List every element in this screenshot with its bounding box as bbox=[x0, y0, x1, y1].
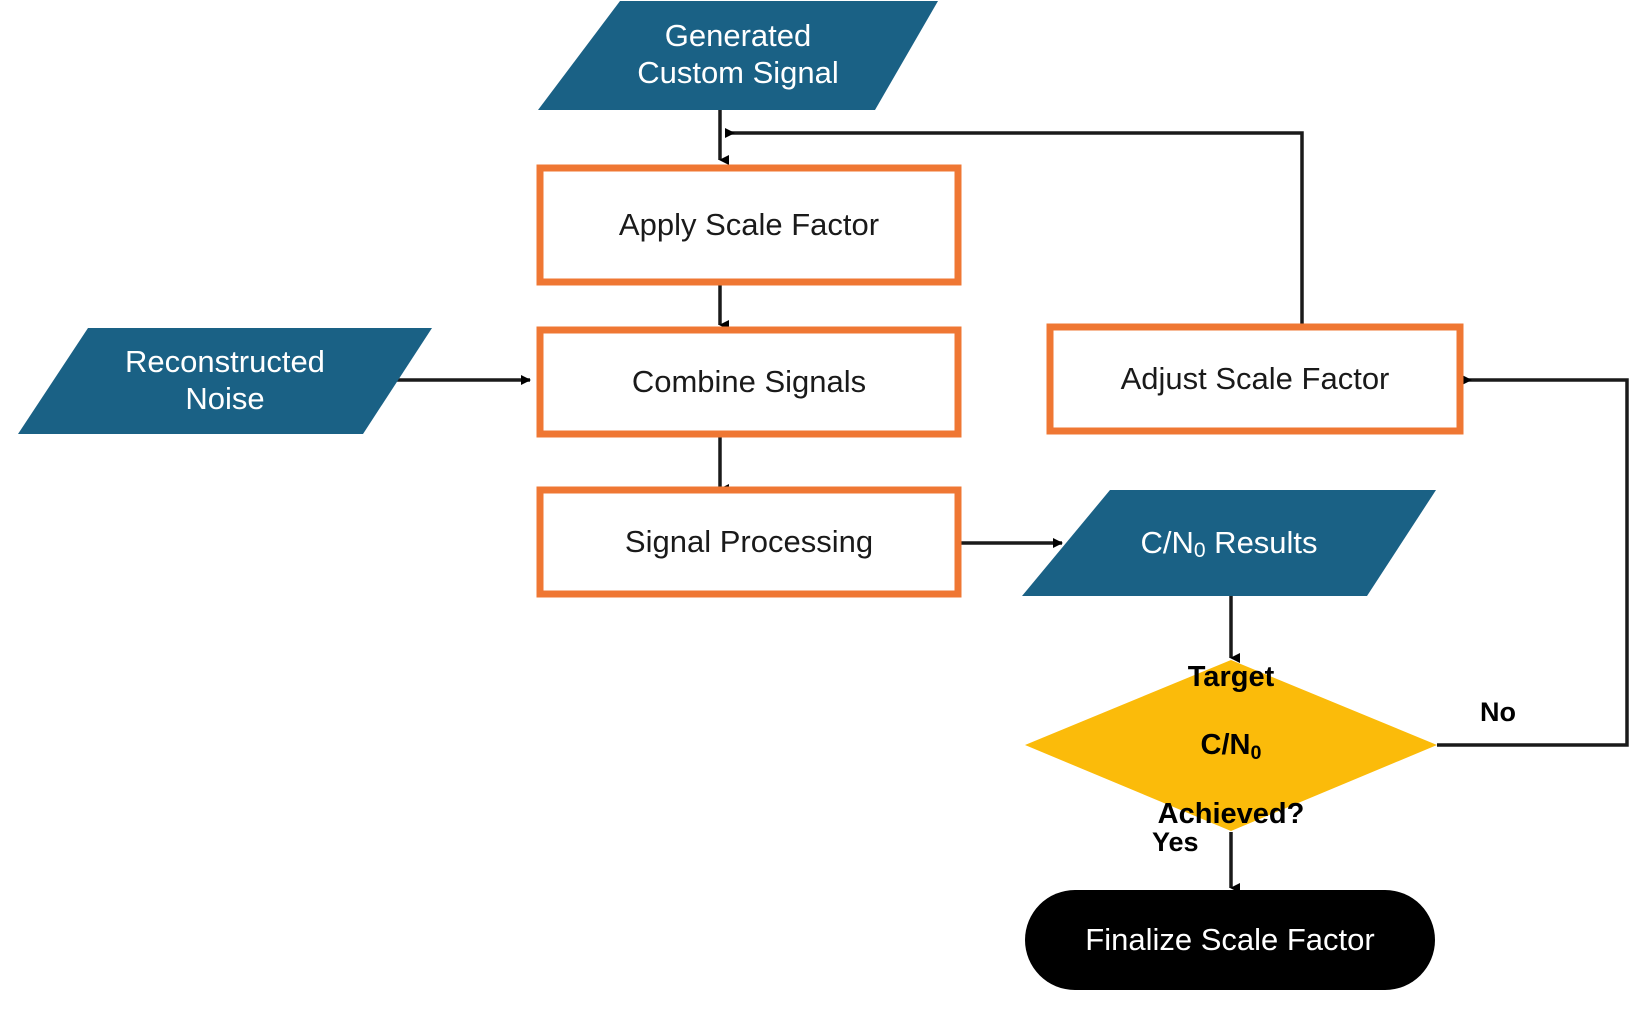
edge-label-yes: Yes bbox=[1152, 827, 1199, 857]
edge-adjust-to-apply-feedback bbox=[725, 128, 1304, 327]
node-generated-custom-signal[interactable] bbox=[538, 1, 938, 110]
node-finalize-scale-factor[interactable] bbox=[1025, 890, 1435, 990]
edge-label-no: No bbox=[1480, 697, 1516, 727]
node-reconstructed-noise[interactable] bbox=[18, 328, 432, 434]
node-adjust-scale-factor[interactable] bbox=[1046, 323, 1464, 435]
node-signal-processing[interactable] bbox=[536, 486, 962, 598]
node-apply-scale-factor[interactable] bbox=[536, 164, 962, 286]
node-target-cn0-achieved[interactable] bbox=[1025, 660, 1437, 831]
edge-decision-no-to-adjust bbox=[1437, 375, 1629, 747]
node-cn0-results[interactable] bbox=[1022, 490, 1436, 596]
node-combine-signals[interactable] bbox=[536, 326, 962, 438]
